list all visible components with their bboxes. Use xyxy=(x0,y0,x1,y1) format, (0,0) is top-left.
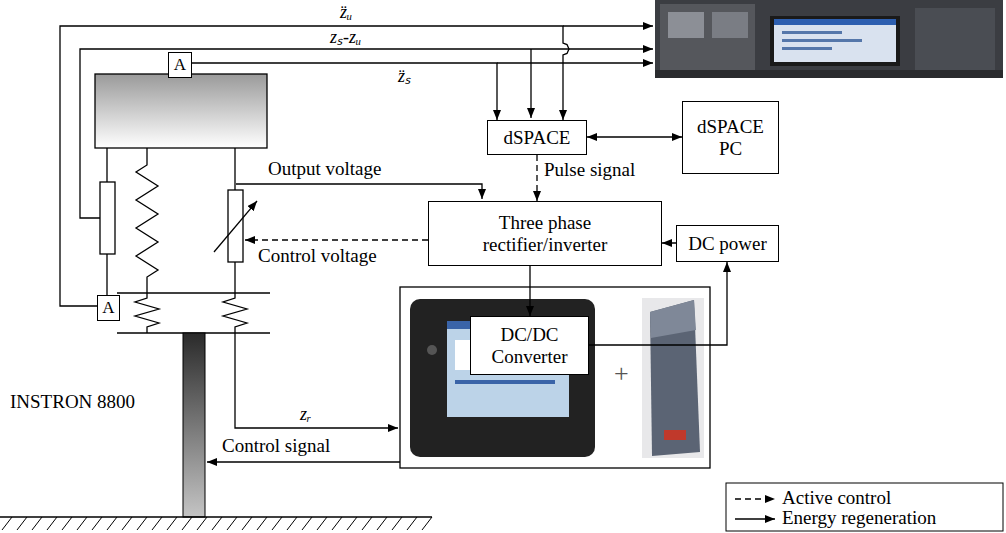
photo-screen-line xyxy=(782,39,862,42)
unit-body xyxy=(650,300,700,456)
box-label: DC/DC Converter xyxy=(475,324,584,368)
photo-screen-line xyxy=(782,47,832,50)
connector xyxy=(192,63,497,120)
control-wire xyxy=(245,239,428,240)
machine-name: INSTRON 8800 xyxy=(10,392,135,413)
photo-cabinet xyxy=(660,4,755,74)
legend-text: Energy regeneration xyxy=(782,508,936,529)
signal-wire xyxy=(530,49,531,118)
signal-name: Control signal xyxy=(222,436,330,457)
handset-body xyxy=(410,299,595,457)
photo-detail xyxy=(712,12,748,38)
plus-sign: + xyxy=(614,360,629,389)
signal-wire xyxy=(563,25,653,26)
box-label: A xyxy=(102,298,114,318)
ground-line xyxy=(0,516,432,517)
legend-sample-solid xyxy=(735,518,775,519)
unit-ground xyxy=(642,298,704,458)
photo-screen-line xyxy=(782,31,842,34)
pc-box: dSPACE PC xyxy=(682,101,779,174)
actuator-column xyxy=(183,333,205,517)
legend-text: Active control xyxy=(782,488,891,509)
connector xyxy=(529,266,530,316)
controller-photo xyxy=(410,299,595,457)
signal-name: z̈ᵤ xyxy=(340,3,352,23)
signal-wire xyxy=(235,333,398,428)
ground-hatch xyxy=(2,517,432,530)
converter-box: Three phase rectifier/inverter xyxy=(428,201,662,266)
converter-box: DC/DC Converter xyxy=(470,316,589,375)
photo-detail xyxy=(668,12,704,38)
signal-name: z̈ₛ xyxy=(398,67,411,87)
tire-spring xyxy=(223,293,247,333)
connector xyxy=(587,136,682,137)
photo-desk xyxy=(655,70,1003,78)
signal-wire xyxy=(497,62,653,63)
unit-top xyxy=(650,300,696,338)
controller-panel xyxy=(400,287,710,468)
sprung-mass xyxy=(95,74,267,148)
variable-arrow xyxy=(214,201,257,252)
legend-sample-dashed xyxy=(735,498,775,499)
box-label: Three phase rectifier/inverter xyxy=(475,212,616,256)
signal-name: zₛ-zᵤ xyxy=(330,28,361,48)
controller-box: dSPACE xyxy=(487,120,587,155)
power-box: DC power xyxy=(676,225,779,262)
signal-name: Pulse signal xyxy=(544,160,635,181)
signal-wire xyxy=(207,461,400,462)
photo-screen xyxy=(774,19,896,62)
unsprung-mass xyxy=(117,292,270,293)
box-label: A xyxy=(174,55,186,75)
signal-name: Control voltage xyxy=(258,246,377,267)
accelerometer-box: A xyxy=(168,52,192,78)
legend-box xyxy=(726,483,1003,531)
signal-name: zᵣ xyxy=(300,405,311,425)
photo-ground xyxy=(655,0,1003,78)
displacement-sensor xyxy=(100,182,115,254)
photo-screen-bar xyxy=(774,19,896,25)
handset-screen-line xyxy=(455,380,555,384)
connector xyxy=(662,242,676,243)
controller-unit-photo xyxy=(642,298,704,458)
tire-spring xyxy=(135,293,159,333)
connector xyxy=(536,155,537,201)
box-label: DC power xyxy=(688,233,767,255)
signal-wire xyxy=(80,49,653,218)
box-label: dSPACE PC xyxy=(687,116,774,160)
connector xyxy=(589,262,727,345)
suspension-spring xyxy=(136,148,158,293)
signal-name: Output voltage xyxy=(268,159,381,180)
accelerometer-box: A xyxy=(97,295,120,321)
photo-detail xyxy=(915,8,995,70)
photo-monitor xyxy=(770,16,900,66)
lab-photo xyxy=(655,0,1003,78)
handset-button xyxy=(427,345,437,355)
power-wire xyxy=(236,184,482,199)
unit-indicator xyxy=(664,430,686,440)
box-label: dSPACE xyxy=(504,127,571,149)
